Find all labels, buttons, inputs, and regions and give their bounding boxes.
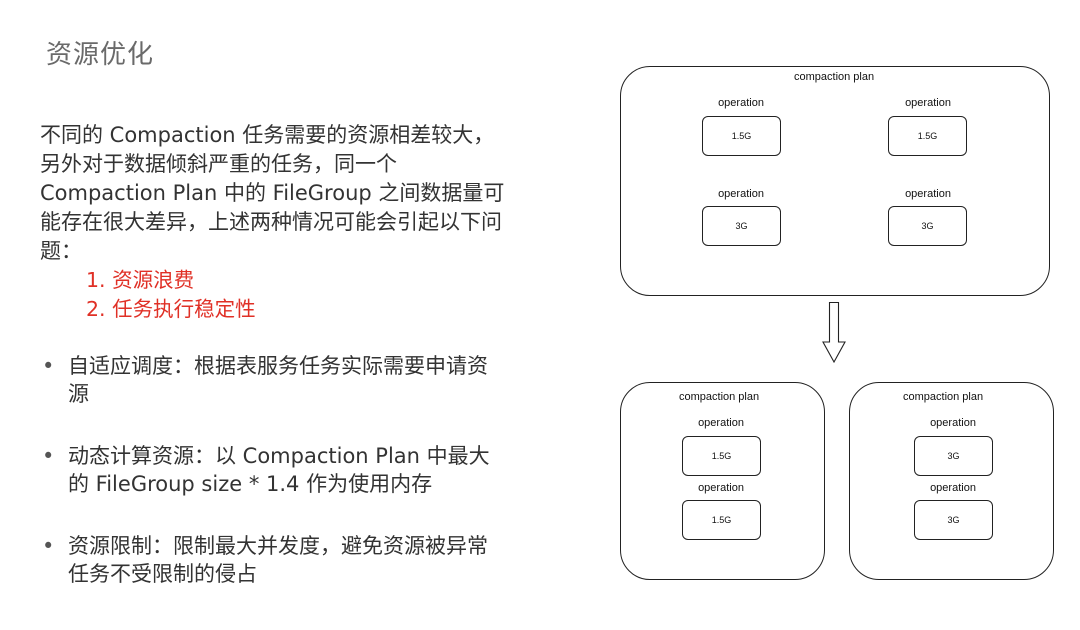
solution-text: 自适应调度：根据表服务任务实际需要申请资源 — [68, 354, 488, 406]
solution-item: • 自适应调度：根据表服务任务实际需要申请资源 — [40, 352, 500, 408]
operation-size-box: 3G — [702, 206, 781, 246]
operation-size-box: 1.5G — [682, 500, 761, 540]
page-title: 资源优化 — [46, 40, 155, 70]
operation-label: operation — [930, 417, 976, 429]
bullet-icon: • — [42, 444, 55, 468]
top-plan-label: compaction plan — [794, 71, 875, 83]
operation-size-box: 1.5G — [888, 116, 967, 156]
operation-size-box: 1.5G — [682, 436, 761, 476]
solution-list: • 自适应调度：根据表服务任务实际需要申请资源 • 动态计算资源：以 Compa… — [40, 352, 500, 622]
operation-size-box: 3G — [914, 500, 993, 540]
issue-list: 1. 资源浪费 2. 任务执行稳定性 — [86, 266, 510, 324]
top-compaction-plan — [620, 66, 1050, 296]
solution-text: 资源限制：限制最大并发度，避免资源被异常任务不受限制的侵占 — [68, 534, 488, 586]
issue-item: 1. 资源浪费 — [86, 268, 195, 292]
operation-size-box: 3G — [888, 206, 967, 246]
bullet-icon: • — [42, 534, 55, 558]
operation-label: operation — [930, 482, 976, 494]
bullet-icon: • — [42, 354, 55, 378]
right-plan-label: compaction plan — [903, 391, 984, 403]
right-compaction-plan — [849, 382, 1054, 580]
left-compaction-plan — [620, 382, 825, 580]
operation-label: operation — [905, 188, 951, 200]
operation-label: operation — [905, 97, 951, 109]
down-arrow-icon — [822, 302, 846, 364]
operation-size-box: 3G — [914, 436, 993, 476]
solution-item: • 资源限制：限制最大并发度，避免资源被异常任务不受限制的侵占 — [40, 532, 500, 588]
solution-text: 动态计算资源：以 Compaction Plan 中最大的 FileGroup … — [68, 444, 490, 496]
left-plan-label: compaction plan — [679, 391, 760, 403]
solution-item: • 动态计算资源：以 Compaction Plan 中最大的 FileGrou… — [40, 442, 500, 498]
operation-size-box: 1.5G — [702, 116, 781, 156]
operation-label: operation — [698, 417, 744, 429]
issue-item: 2. 任务执行稳定性 — [86, 297, 256, 321]
intro-text: 不同的 Compaction 任务需要的资源相差较大，另外对于数据倾斜严重的任务… — [40, 123, 505, 263]
operation-label: operation — [718, 188, 764, 200]
operation-label: operation — [698, 482, 744, 494]
intro-paragraph: 不同的 Compaction 任务需要的资源相差较大，另外对于数据倾斜严重的任务… — [40, 121, 510, 324]
operation-label: operation — [718, 97, 764, 109]
